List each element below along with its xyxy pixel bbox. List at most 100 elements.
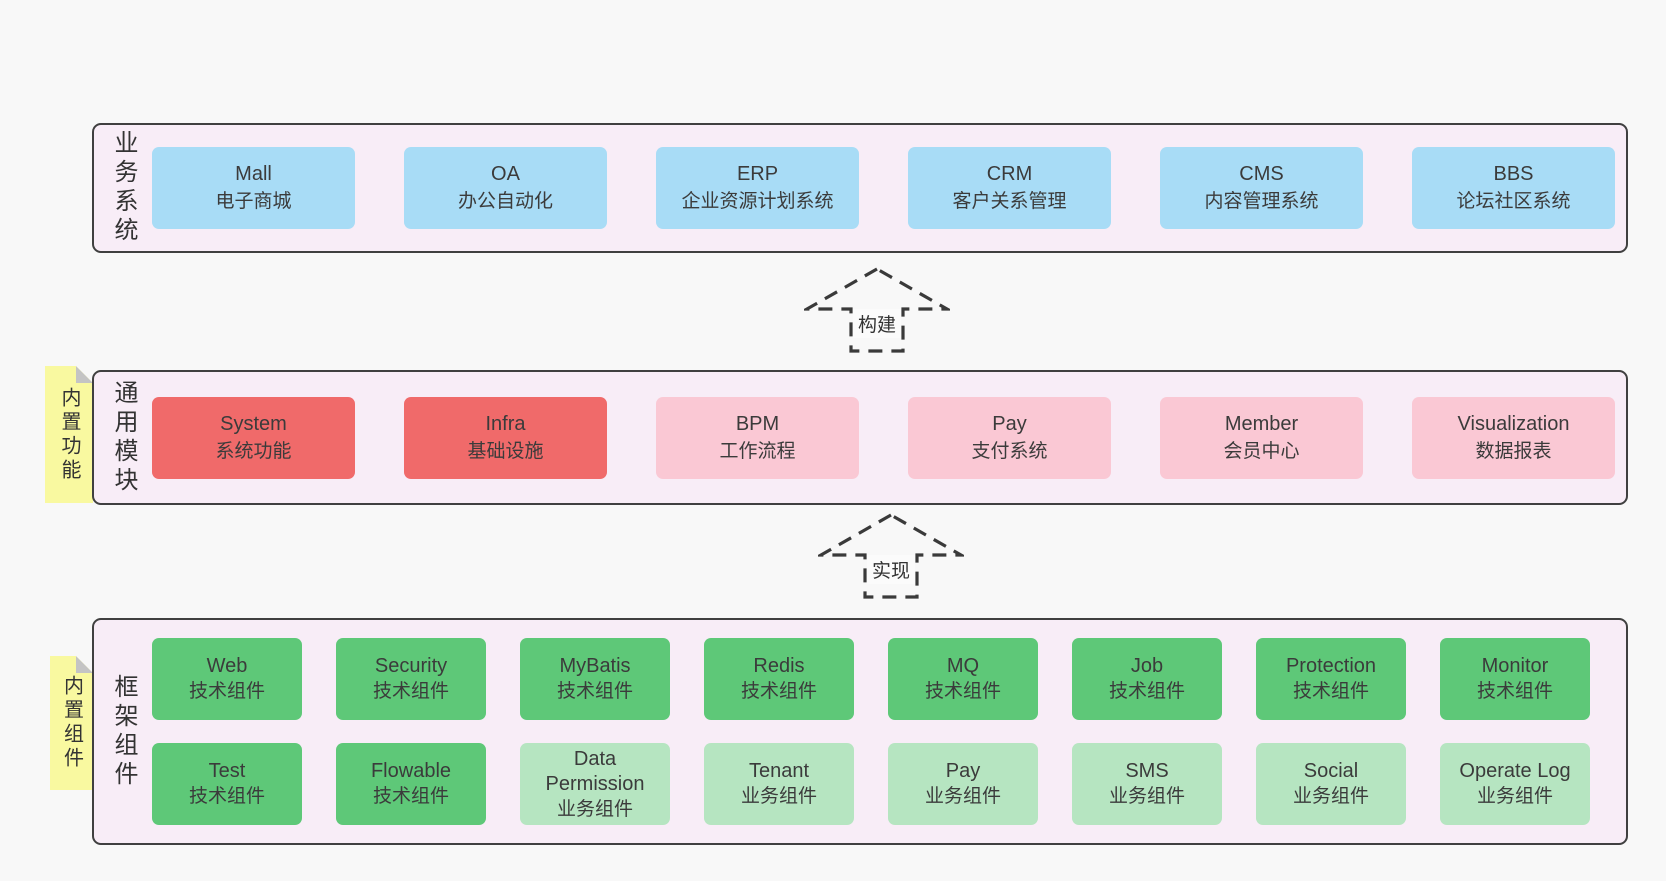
node-protection: Protection 技术组件: [1256, 638, 1406, 720]
node-mq: MQ 技术组件: [888, 638, 1038, 720]
node-monitor: Monitor 技术组件: [1440, 638, 1590, 720]
modules-panel-side-label: 通用模块: [94, 372, 152, 503]
node-title: MQ: [946, 655, 980, 677]
node-title: Job: [1130, 655, 1164, 677]
arrow-build-icon: 构建: [804, 266, 950, 354]
node-title: BPM: [735, 412, 780, 435]
node-title: Monitor: [1481, 655, 1549, 677]
node-title: Visualization: [1457, 412, 1570, 435]
node-subtitle: 技术组件: [372, 786, 449, 807]
folded-corner-icon: [76, 366, 93, 383]
node-member: Member 会员中心: [1160, 396, 1363, 479]
node-mybatis: MyBatis 技术组件: [520, 638, 670, 720]
note-text: 内置组件: [60, 675, 83, 771]
node-title: Security: [374, 655, 448, 677]
node-title: Mall: [235, 163, 272, 185]
node-title: Tenant: [748, 760, 810, 782]
node-oa: OA 办公自动化: [404, 147, 607, 229]
node-subtitle: 论坛社区系统: [1456, 191, 1571, 212]
node-bpm: BPM 工作流程: [656, 396, 859, 479]
node-subtitle: 业务组件: [556, 798, 633, 820]
node-tenant: Tenant 业务组件: [704, 743, 854, 825]
note-built-in-features: 内置功能: [45, 366, 93, 503]
node-subtitle: 技术组件: [188, 786, 265, 807]
framework-components-panel: 框架组件 Web 技术组件 Security 技术组件 MyBatis 技术组件…: [92, 618, 1628, 845]
business-panel-side-label: 业务系统: [94, 125, 152, 251]
node-crm: CRM 客户关系管理: [908, 147, 1111, 229]
node-subtitle: 办公自动化: [457, 191, 553, 212]
up-arrow-dashed-icon: [804, 267, 950, 353]
node-mall: Mall 电子商城: [152, 147, 355, 229]
node-subtitle: 业务组件: [1476, 786, 1553, 807]
node-title: Redis: [753, 655, 805, 677]
node-subtitle: 技术组件: [556, 681, 633, 702]
node-subtitle: 业务组件: [740, 786, 817, 807]
arrow-implement-icon: 实现: [818, 512, 964, 600]
node-cms: CMS 内容管理系统: [1160, 147, 1363, 229]
node-title: Pay: [992, 412, 1027, 435]
node-title: CRM: [986, 163, 1033, 185]
node-subtitle: 业务组件: [1108, 786, 1185, 807]
node-subtitle: 技术组件: [1476, 681, 1553, 702]
node-title: Operate Log: [1459, 760, 1571, 782]
node-title: Test: [208, 760, 246, 782]
node-title: Protection: [1285, 655, 1377, 677]
framework-panel-side-label: 框架组件: [94, 620, 152, 843]
node-title: MyBatis: [559, 655, 631, 677]
note-built-in-components: 内置组件: [50, 656, 93, 790]
node-subtitle: 技术组件: [372, 681, 449, 702]
arrow-implement-label: 实现: [866, 555, 916, 584]
up-arrow-dashed-icon: [818, 513, 964, 599]
node-subtitle: 技术组件: [1108, 681, 1185, 702]
side-label-text: 通用模块: [110, 379, 137, 496]
note-text: 内置功能: [58, 386, 80, 483]
arrow-build-label: 构建: [852, 309, 902, 338]
node-subtitle: 技术组件: [188, 681, 265, 702]
node-title: Social: [1303, 760, 1359, 782]
node-bbs: BBS 论坛社区系统: [1412, 147, 1615, 229]
node-subtitle: 工作流程: [719, 440, 796, 462]
folded-corner-icon: [76, 656, 93, 673]
node-data-permission: Data Permission 业务组件: [520, 743, 670, 825]
framework-nodes-grid: Web 技术组件 Security 技术组件 MyBatis 技术组件 Redi…: [152, 620, 1616, 843]
node-subtitle: 业务组件: [1292, 786, 1369, 807]
node-web: Web 技术组件: [152, 638, 302, 720]
node-visualization: Visualization 数据报表: [1412, 396, 1615, 479]
module-nodes-row: System 系统功能 Infra 基础设施 BPM 工作流程 Pay 支付系统…: [152, 372, 1616, 503]
node-title: OA: [491, 163, 520, 185]
node-subtitle: 业务组件: [924, 786, 1001, 807]
node-subtitle: 企业资源计划系统: [681, 191, 834, 212]
node-title: Pay: [945, 760, 981, 782]
node-pay-component: Pay 业务组件: [888, 743, 1038, 825]
node-subtitle: 基础设施: [467, 440, 544, 462]
business-systems-panel: 业务系统 Mall 电子商城 OA 办公自动化 ERP 企业资源计划系统 CRM…: [92, 123, 1628, 253]
node-title: ERP: [736, 163, 779, 185]
node-subtitle: 技术组件: [924, 681, 1001, 702]
node-title: Member: [1224, 412, 1299, 435]
business-nodes-row: Mall 电子商城 OA 办公自动化 ERP 企业资源计划系统 CRM 客户关系…: [152, 125, 1616, 251]
node-pay-module: Pay 支付系统: [908, 396, 1111, 479]
node-title: SMS: [1125, 760, 1169, 782]
node-subtitle: 系统功能: [215, 440, 292, 462]
node-system: System 系统功能: [152, 396, 355, 479]
node-title: BBS: [1493, 163, 1534, 185]
node-operate-log: Operate Log 业务组件: [1440, 743, 1590, 825]
node-title: Data Permission: [545, 747, 645, 795]
side-label-text: 框架组件: [110, 673, 137, 790]
node-redis: Redis 技术组件: [704, 638, 854, 720]
node-subtitle: 技术组件: [1292, 681, 1369, 702]
node-test: Test 技术组件: [152, 743, 302, 825]
node-job: Job 技术组件: [1072, 638, 1222, 720]
node-title: Web: [206, 655, 248, 677]
node-subtitle: 内容管理系统: [1204, 191, 1319, 212]
node-subtitle: 电子商城: [215, 191, 292, 212]
side-label-text: 业务系统: [110, 130, 137, 246]
node-flowable: Flowable 技术组件: [336, 743, 486, 825]
node-title: Flowable: [370, 760, 452, 782]
node-security: Security 技术组件: [336, 638, 486, 720]
node-title: System: [220, 412, 287, 435]
node-erp: ERP 企业资源计划系统: [656, 147, 859, 229]
node-subtitle: 支付系统: [971, 440, 1048, 462]
node-subtitle: 技术组件: [740, 681, 817, 702]
node-infra: Infra 基础设施: [404, 396, 607, 479]
